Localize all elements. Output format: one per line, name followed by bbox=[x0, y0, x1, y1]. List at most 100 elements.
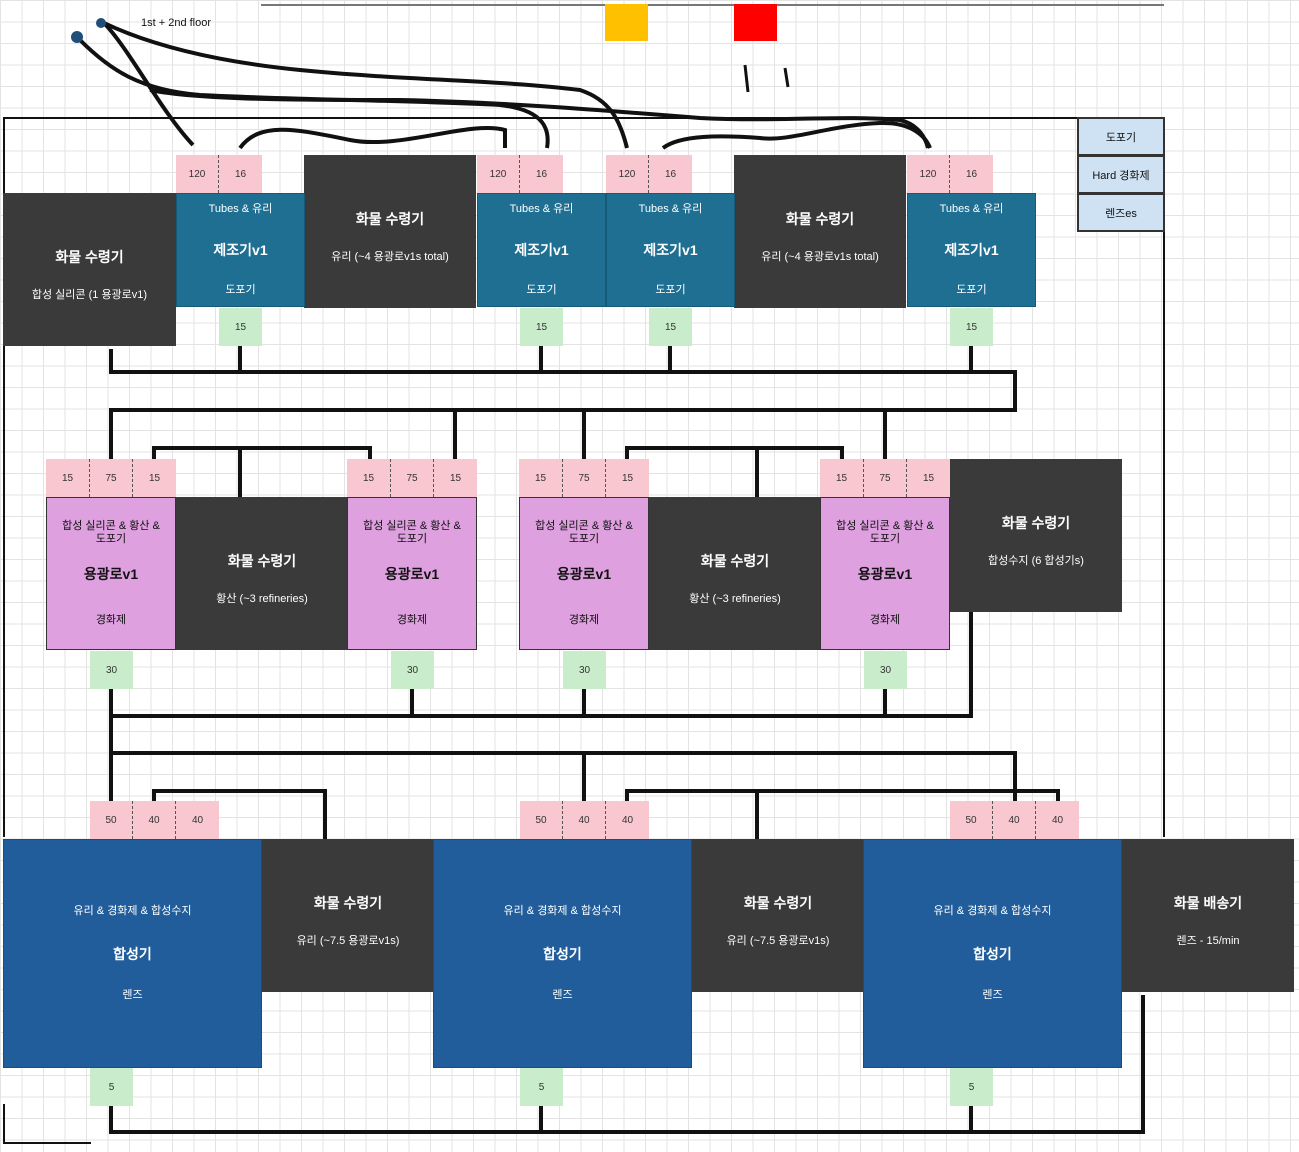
input-rate: 15 bbox=[347, 459, 391, 497]
input-rate: 50 bbox=[90, 801, 133, 839]
diagram-title: 1st + 2nd floor bbox=[141, 17, 212, 29]
cargo-receiver: 화물 수령기 유리 (~7.5 용광로v1s) bbox=[262, 839, 434, 992]
orange-swatch bbox=[605, 4, 648, 41]
machine-desc: 유리 (~4 용광로v1s total) bbox=[331, 251, 449, 263]
input-rate: 40 bbox=[563, 801, 606, 839]
machine-inputs: 합성 실리콘 & 황산 & 도포기 bbox=[363, 520, 461, 545]
conveyor-line bbox=[625, 446, 844, 459]
output-rate: 5 bbox=[520, 1068, 563, 1106]
conveyor-line bbox=[625, 789, 1060, 801]
machine-name: 합성기 bbox=[113, 945, 152, 962]
cargo-receiver: 화물 수령기 황산 (~3 refineries) bbox=[649, 497, 821, 650]
input-rate: 15 bbox=[46, 459, 90, 497]
machine-desc: 유리 (~7.5 용광로v1s) bbox=[726, 935, 830, 947]
output-rate: 15 bbox=[219, 308, 262, 346]
conveyor-line bbox=[152, 446, 372, 459]
input-rate: 120 bbox=[477, 155, 520, 193]
input-rate: 120 bbox=[606, 155, 649, 193]
machine-desc: 유리 (~4 용광로v1s total) bbox=[761, 251, 879, 263]
machine-output: 경화제 bbox=[396, 614, 428, 626]
cargo-receiver: 화물 수령기 유리 (~7.5 용광로v1s) bbox=[692, 839, 864, 992]
machine-name: 합성기 bbox=[973, 945, 1012, 962]
hand-drawn-line bbox=[149, 88, 930, 149]
machine-desc: 합성 실리콘 (1 용광로v1) bbox=[31, 289, 148, 301]
input-rate: 40 bbox=[993, 801, 1036, 839]
red-swatch bbox=[734, 4, 777, 41]
output-rate: 30 bbox=[90, 651, 133, 689]
conveyor-line bbox=[111, 751, 1017, 801]
input-rate: 15 bbox=[820, 459, 864, 497]
machine-name: 용광로v1 bbox=[556, 565, 612, 582]
legend-item-lenses: 렌즈es bbox=[1077, 193, 1165, 232]
cargo-receiver: 화물 수령기 유리 (~4 용광로v1s total) bbox=[734, 155, 906, 308]
machine-name: 용광로v1 bbox=[857, 565, 913, 582]
machine-output: 도포기 bbox=[956, 284, 987, 296]
input-rate: 15 bbox=[519, 459, 563, 497]
machine-desc: 황산 (~3 refineries) bbox=[216, 593, 308, 605]
machine-inputs: 유리 & 경화제 & 합성수지 bbox=[503, 905, 622, 917]
input-rate: 15 bbox=[606, 459, 649, 497]
constructor-machine: Tubes & 유리 제조기v1 도포기 bbox=[477, 193, 606, 307]
machine-desc: 합성수지 (6 합성기s) bbox=[988, 555, 1084, 567]
machine-inputs: 유리 & 경화제 & 합성수지 bbox=[73, 905, 192, 917]
machine-name: 화물 수령기 bbox=[743, 895, 813, 911]
conveyor-line bbox=[109, 612, 973, 718]
input-rate: 50 bbox=[520, 801, 563, 839]
machine-name: 화물 수령기 bbox=[355, 211, 425, 227]
machine-desc: 유리 (~7.5 용광로v1s) bbox=[296, 935, 400, 947]
input-rate: 16 bbox=[219, 155, 262, 193]
constructor-machine: Tubes & 유리 제조기v1 도포기 bbox=[907, 193, 1036, 307]
machine-output: 도포기 bbox=[526, 284, 557, 296]
machine-output: 렌즈 bbox=[122, 989, 143, 1001]
machine-output: 경화제 bbox=[568, 614, 600, 626]
input-rate: 120 bbox=[907, 155, 950, 193]
machine-inputs: Tubes & 유리 bbox=[509, 203, 574, 215]
machine-output: 렌즈 bbox=[552, 989, 573, 1001]
machine-name: 제조기v1 bbox=[514, 242, 569, 258]
machine-desc: 황산 (~3 refineries) bbox=[689, 593, 781, 605]
input-rate: 120 bbox=[176, 155, 219, 193]
cargo-receiver: 화물 수령기 합성 실리콘 (1 용광로v1) bbox=[3, 193, 176, 346]
input-rate: 40 bbox=[1036, 801, 1079, 839]
output-rate: 30 bbox=[563, 651, 606, 689]
machine-name: 화물 수령기 bbox=[700, 553, 770, 569]
smelter-machine: 합성 실리콘 & 황산 & 도포기 용광로v1 경화제 bbox=[820, 497, 950, 650]
smelter-machine: 합성 실리콘 & 황산 & 도포기 용광로v1 경화제 bbox=[519, 497, 649, 650]
machine-name: 화물 수령기 bbox=[227, 553, 297, 569]
output-rate: 30 bbox=[391, 651, 434, 689]
machine-output: 렌즈 bbox=[982, 989, 1003, 1001]
machine-inputs: Tubes & 유리 bbox=[208, 203, 273, 215]
conveyor-line bbox=[152, 789, 327, 839]
output-rate: 15 bbox=[649, 308, 692, 346]
assembler-machine: 유리 & 경화제 & 합성수지 합성기 렌즈 bbox=[3, 839, 262, 1068]
machine-inputs: 합성 실리콘 & 황산 & 도포기 bbox=[836, 520, 934, 545]
input-rate: 75 bbox=[563, 459, 606, 497]
machine-name: 화물 수령기 bbox=[313, 895, 383, 911]
output-rate: 15 bbox=[950, 308, 993, 346]
cargo-receiver: 화물 수령기 합성수지 (6 합성기s) bbox=[950, 459, 1122, 612]
machine-output: 도포기 bbox=[655, 284, 686, 296]
hand-drawn-dot bbox=[71, 31, 83, 43]
assembler-machine: 유리 & 경화제 & 합성수지 합성기 렌즈 bbox=[863, 839, 1122, 1068]
machine-output: 경화제 bbox=[869, 614, 901, 626]
machine-name: 제조기v1 bbox=[213, 242, 268, 258]
input-rate: 50 bbox=[950, 801, 993, 839]
input-rate: 75 bbox=[391, 459, 434, 497]
input-rate: 75 bbox=[90, 459, 133, 497]
output-rate: 5 bbox=[90, 1068, 133, 1106]
input-rate: 40 bbox=[176, 801, 219, 839]
output-rate: 15 bbox=[520, 308, 563, 346]
input-rate: 16 bbox=[520, 155, 563, 193]
constructor-machine: Tubes & 유리 제조기v1 도포기 bbox=[606, 193, 735, 307]
machine-desc: 렌즈 - 15/min bbox=[1176, 935, 1240, 947]
hand-drawn-line bbox=[238, 125, 507, 150]
machine-inputs: 유리 & 경화제 & 합성수지 bbox=[933, 905, 1052, 917]
hand-drawn-line bbox=[743, 64, 750, 93]
input-rate: 75 bbox=[864, 459, 907, 497]
machine-inputs: Tubes & 유리 bbox=[638, 203, 703, 215]
input-rate: 15 bbox=[434, 459, 477, 497]
floor-frame-bottom-edge bbox=[3, 1142, 91, 1144]
hand-drawn-line bbox=[661, 120, 932, 150]
cargo-receiver: 화물 수령기 황산 (~3 refineries) bbox=[176, 497, 348, 650]
